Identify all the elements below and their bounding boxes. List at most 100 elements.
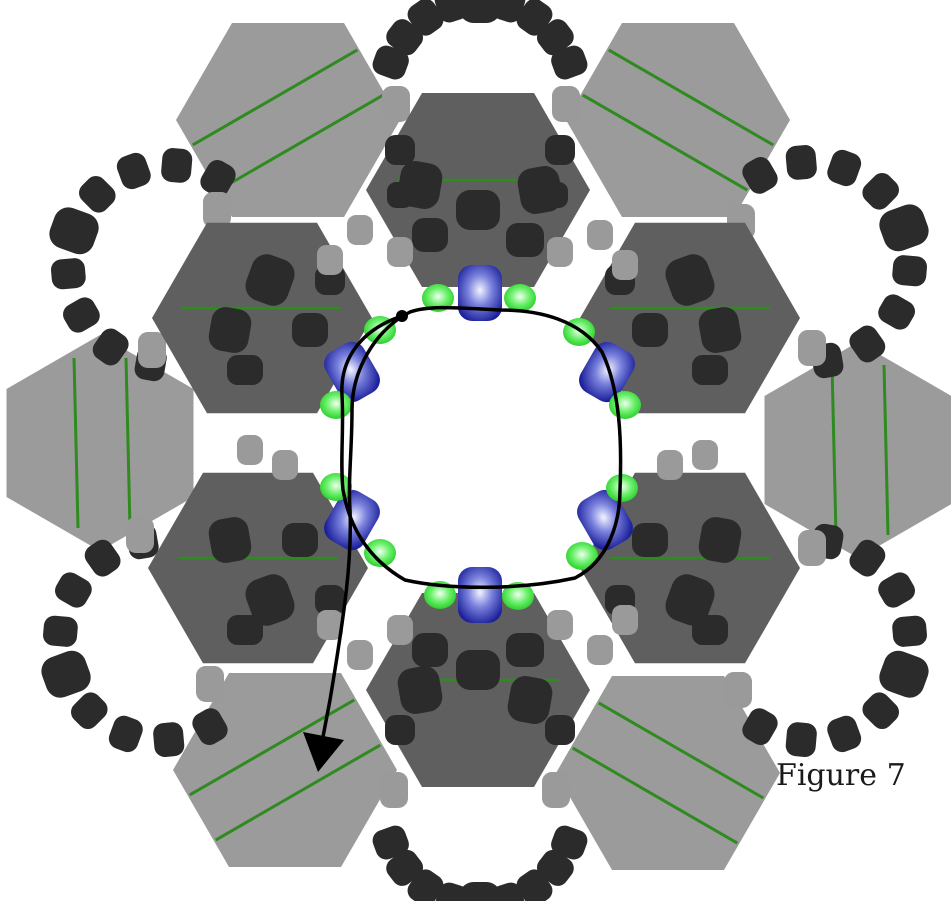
blue-bead bbox=[579, 341, 635, 403]
outer-dark-bead bbox=[862, 692, 900, 729]
inner-mid-bead bbox=[317, 245, 343, 275]
outer-dark-bead bbox=[785, 722, 817, 758]
inner-dark-bead bbox=[542, 182, 568, 208]
outer-dark-bead bbox=[372, 825, 409, 860]
inner-dark-bead bbox=[545, 135, 575, 165]
thread-path bbox=[303, 305, 623, 772]
outer-tile-body bbox=[764, 342, 951, 558]
outer-dark-bead bbox=[372, 45, 409, 80]
outer-dark-bead bbox=[551, 825, 588, 860]
inner-dark-bead bbox=[282, 523, 318, 557]
inner-dark-bead bbox=[385, 135, 415, 165]
inner-dark-bead bbox=[632, 523, 668, 557]
inner-dark-bead bbox=[632, 313, 668, 347]
outer-dark-bead bbox=[459, 0, 501, 23]
inner-dark-bead bbox=[506, 633, 544, 667]
inner-dark-bead bbox=[227, 355, 263, 385]
outer-dark-bead bbox=[386, 19, 424, 56]
inner-mid-bead bbox=[237, 435, 263, 465]
green-bead bbox=[502, 582, 534, 610]
light-spacer-bead bbox=[542, 772, 570, 808]
tile-stripe bbox=[214, 743, 382, 842]
inner-mid-bead bbox=[347, 215, 373, 245]
outer-dark-bead bbox=[153, 722, 185, 758]
green-bead bbox=[422, 284, 454, 312]
outer-dark-bead bbox=[49, 207, 99, 255]
light-spacer-bead bbox=[552, 86, 580, 122]
inner-dark-bead bbox=[315, 585, 345, 615]
outer-tile bbox=[566, 23, 790, 217]
outer-dark-bead bbox=[879, 650, 929, 698]
outer-dark-bead bbox=[434, 0, 469, 23]
inner-tile-body bbox=[148, 472, 368, 664]
outer-dark-bead bbox=[161, 148, 193, 183]
outer-dark-bead bbox=[63, 297, 100, 333]
blue-bead bbox=[458, 567, 502, 623]
outer-dark-bead bbox=[79, 176, 116, 213]
inner-dark-bead bbox=[506, 223, 544, 257]
outer-dark-bead bbox=[827, 715, 862, 753]
outer-dark-bead bbox=[879, 204, 929, 252]
inner-dark-bead bbox=[545, 715, 575, 745]
inner-mid-bead bbox=[587, 220, 613, 250]
light-spacer-bead bbox=[203, 192, 231, 228]
tile-stripe bbox=[830, 364, 838, 536]
tile-stripe bbox=[124, 357, 132, 529]
inner-dark-bead bbox=[692, 615, 728, 645]
inner-dark-bead bbox=[245, 254, 295, 306]
outer-tile-body bbox=[173, 673, 397, 867]
inner-dark-bead bbox=[698, 517, 742, 563]
inner-dark-bead bbox=[665, 574, 715, 626]
inner-mid-bead bbox=[612, 250, 638, 280]
thread-start-dot bbox=[396, 310, 408, 322]
inner-dark-bead bbox=[397, 666, 443, 714]
inner-mid-bead bbox=[387, 615, 413, 645]
tile-stripe bbox=[581, 93, 749, 192]
inner-dark-bead bbox=[412, 218, 448, 252]
center-hole bbox=[337, 302, 613, 578]
tile-stripe bbox=[191, 48, 359, 147]
inner-dark-bead bbox=[507, 676, 553, 724]
outer-tile-body bbox=[566, 23, 790, 217]
light-spacer-bead bbox=[138, 332, 166, 368]
inner-mid-bead bbox=[317, 610, 343, 640]
inner-mid-bead bbox=[587, 635, 613, 665]
inner-dark-bead bbox=[208, 307, 252, 353]
outer-dark-bead bbox=[84, 539, 121, 577]
outer-dark-bead bbox=[878, 294, 915, 330]
inner-dark-bead bbox=[227, 615, 263, 645]
outer-dark-bead bbox=[785, 145, 817, 180]
thread-arrowhead bbox=[303, 732, 344, 772]
inner-tile bbox=[148, 472, 368, 664]
outer-dark-bead bbox=[70, 692, 108, 729]
outer-dark-bead bbox=[536, 19, 574, 56]
inner-dark-bead bbox=[665, 254, 715, 306]
outer-dark-bead bbox=[108, 715, 143, 753]
tile-stripe bbox=[72, 357, 80, 529]
inner-mid-bead bbox=[612, 605, 638, 635]
outer-dark-bead bbox=[41, 650, 91, 698]
tile-stripe bbox=[571, 746, 739, 845]
figure-caption: Figure 7 bbox=[776, 758, 906, 793]
inner-mid-bead bbox=[547, 610, 573, 640]
blue-bead bbox=[458, 265, 502, 321]
light-spacer-bead bbox=[126, 517, 154, 553]
inner-dark-bead bbox=[387, 182, 413, 208]
inner-mid-bead bbox=[692, 440, 718, 470]
inner-dark-bead bbox=[698, 307, 742, 353]
tile-stripe bbox=[217, 93, 385, 192]
outer-dark-bead bbox=[892, 615, 927, 647]
outer-tile-body bbox=[556, 676, 780, 870]
outer-dark-bead bbox=[459, 882, 501, 901]
inner-dark-bead bbox=[292, 313, 328, 347]
outer-dark-bead bbox=[742, 157, 778, 194]
inner-dark-bead bbox=[245, 574, 295, 626]
thread-line bbox=[320, 305, 623, 744]
outer-dark-bead bbox=[551, 45, 588, 80]
outer-dark-bead bbox=[116, 152, 151, 190]
inner-mid-bead bbox=[657, 450, 683, 480]
tile-stripe bbox=[882, 364, 890, 536]
tile-stripe bbox=[597, 701, 765, 800]
inner-mid-bead bbox=[347, 640, 373, 670]
outer-dark-bead bbox=[862, 173, 899, 210]
